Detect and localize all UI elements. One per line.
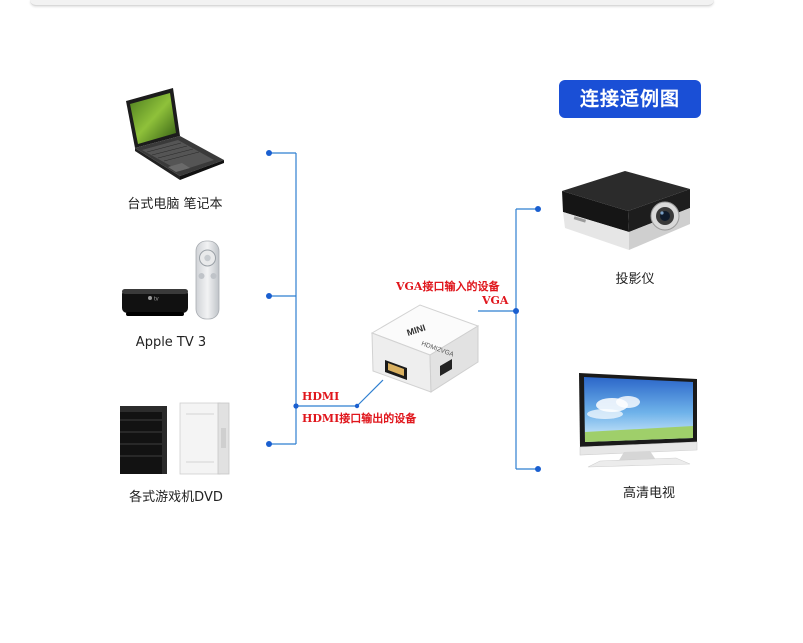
device-label-hd-tv: 高清电视 bbox=[622, 486, 675, 501]
input-port-label: HDMI bbox=[302, 390, 340, 403]
apple-tv-icon: tv bbox=[122, 240, 220, 320]
projector-icon bbox=[562, 171, 690, 250]
device-label-game-console: 各式游戏机DVD bbox=[129, 490, 223, 505]
input-device-description: HDMI接口输出的设备 bbox=[302, 412, 417, 425]
device-label-computer: 台式电脑 笔记本 bbox=[127, 197, 223, 212]
laptop-icon bbox=[126, 88, 224, 180]
top-divider bbox=[30, 0, 714, 6]
diagram-title: 连接适例图 bbox=[559, 80, 701, 118]
output-port-label: VGA bbox=[482, 294, 509, 307]
connector-dots bbox=[266, 150, 541, 472]
device-label-apple-tv: Apple TV 3 bbox=[135, 335, 207, 350]
hdmi-to-vga-adapter-icon: MINI HDMI2VGA bbox=[370, 304, 480, 393]
game-console-icon bbox=[120, 402, 230, 475]
svg-text:tv: tv bbox=[154, 297, 159, 303]
device-label-projector: 投影仪 bbox=[615, 272, 655, 287]
output-device-description: VGA接口输入的设备 bbox=[396, 280, 500, 293]
hd-tv-icon bbox=[579, 373, 698, 468]
connector-lines bbox=[269, 152, 538, 470]
